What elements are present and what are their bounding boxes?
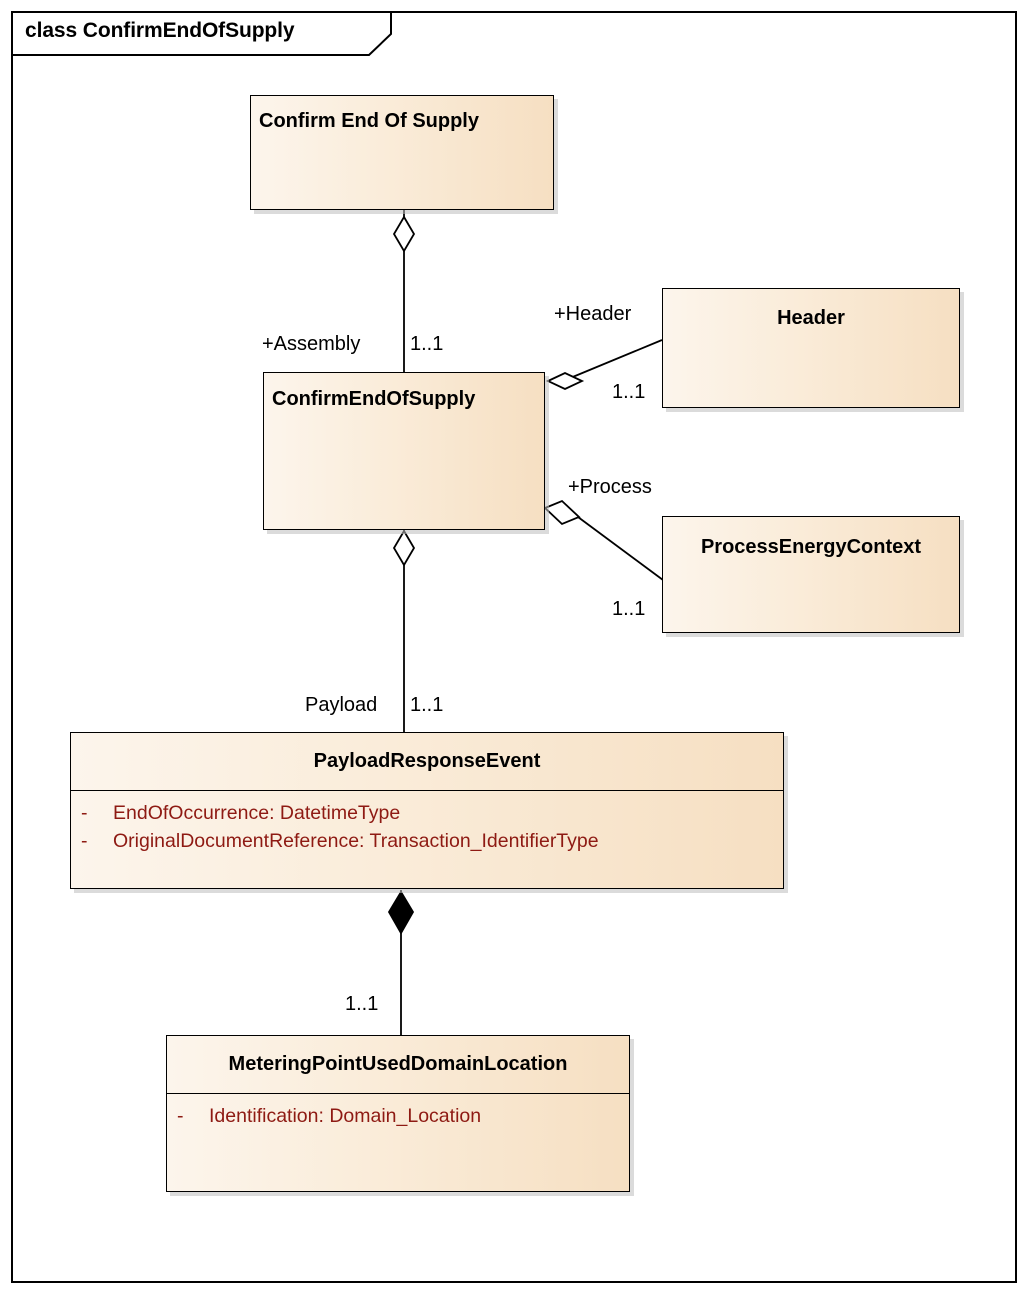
attribute-signature: EndOfOccurrence: DatetimeType bbox=[113, 802, 401, 824]
aggregation-diamond-assembly bbox=[392, 215, 416, 253]
attribute-row: - OriginalDocumentReference: Transaction… bbox=[71, 827, 783, 855]
link-process bbox=[543, 499, 664, 581]
edge-label-process-role: +Process bbox=[568, 476, 652, 498]
link-header bbox=[545, 339, 663, 390]
attribute-visibility: - bbox=[177, 1105, 184, 1127]
edge-label-process-multiplicity: 1..1 bbox=[612, 598, 646, 620]
aggregation-diamond-payload bbox=[392, 529, 416, 567]
aggregation-diamond-process bbox=[543, 499, 581, 526]
edge-label-payload-role: Payload bbox=[305, 694, 378, 716]
edge-label-assembly-multiplicity: 1..1 bbox=[410, 333, 444, 355]
attribute-signature: Identification: Domain_Location bbox=[209, 1105, 482, 1127]
class-box-header[interactable]: Header bbox=[662, 288, 960, 408]
class-title-payload-response-event: PayloadResponseEvent bbox=[313, 750, 541, 772]
class-title-header: Header bbox=[777, 307, 845, 329]
attribute-visibility: - bbox=[81, 830, 88, 853]
attribute-row: - Identification: Domain_Location bbox=[167, 1102, 629, 1130]
edge-label-header-role: +Header bbox=[554, 303, 632, 325]
attribute-signature: OriginalDocumentReference: Transaction_I… bbox=[113, 830, 599, 853]
edge-label-header-multiplicity: 1..1 bbox=[612, 381, 646, 403]
class-compartment-separator-payload-response-event bbox=[71, 790, 783, 791]
class-title-metering-point-used-domain-location: MeteringPointUsedDomainLocation bbox=[228, 1053, 568, 1075]
link-metering-point bbox=[387, 890, 415, 1035]
class-box-confirm-end-of-supply[interactable]: ConfirmEndOfSupply bbox=[263, 372, 545, 530]
composition-diamond-metering-point bbox=[387, 890, 415, 935]
class-box-process-energy-context[interactable]: ProcessEnergyContext bbox=[662, 516, 960, 633]
class-compartment-separator-metering-point-used-domain-location bbox=[167, 1093, 629, 1094]
class-box-metering-point-used-domain-location[interactable]: MeteringPointUsedDomainLocation - Identi… bbox=[166, 1035, 630, 1192]
edge-label-payload-multiplicity: 1..1 bbox=[410, 694, 444, 716]
link-payload bbox=[392, 529, 416, 732]
diagram-frame bbox=[11, 11, 1017, 1283]
class-attributes-metering-point-used-domain-location: - Identification: Domain_Location bbox=[167, 1102, 629, 1130]
attribute-row: - EndOfOccurrence: DatetimeType bbox=[71, 799, 783, 827]
class-title-confirm-end-of-supply-spaced: Confirm End Of Supply bbox=[259, 110, 479, 132]
link-assembly bbox=[392, 210, 416, 372]
edge-label-metering-point-multiplicity: 1..1 bbox=[345, 993, 379, 1015]
edge-label-assembly-role: +Assembly bbox=[262, 333, 361, 355]
attribute-visibility: - bbox=[81, 802, 88, 824]
class-attributes-payload-response-event: - EndOfOccurrence: DatetimeType - Origin… bbox=[71, 799, 783, 856]
class-box-confirm-end-of-supply-spaced[interactable]: Confirm End Of Supply bbox=[250, 95, 554, 210]
aggregation-diamond-header bbox=[545, 372, 585, 390]
class-title-process-energy-context: ProcessEnergyContext bbox=[700, 536, 922, 558]
class-title-confirm-end-of-supply: ConfirmEndOfSupply bbox=[272, 388, 476, 410]
class-box-payload-response-event[interactable]: PayloadResponseEvent - EndOfOccurrence: … bbox=[70, 732, 784, 889]
